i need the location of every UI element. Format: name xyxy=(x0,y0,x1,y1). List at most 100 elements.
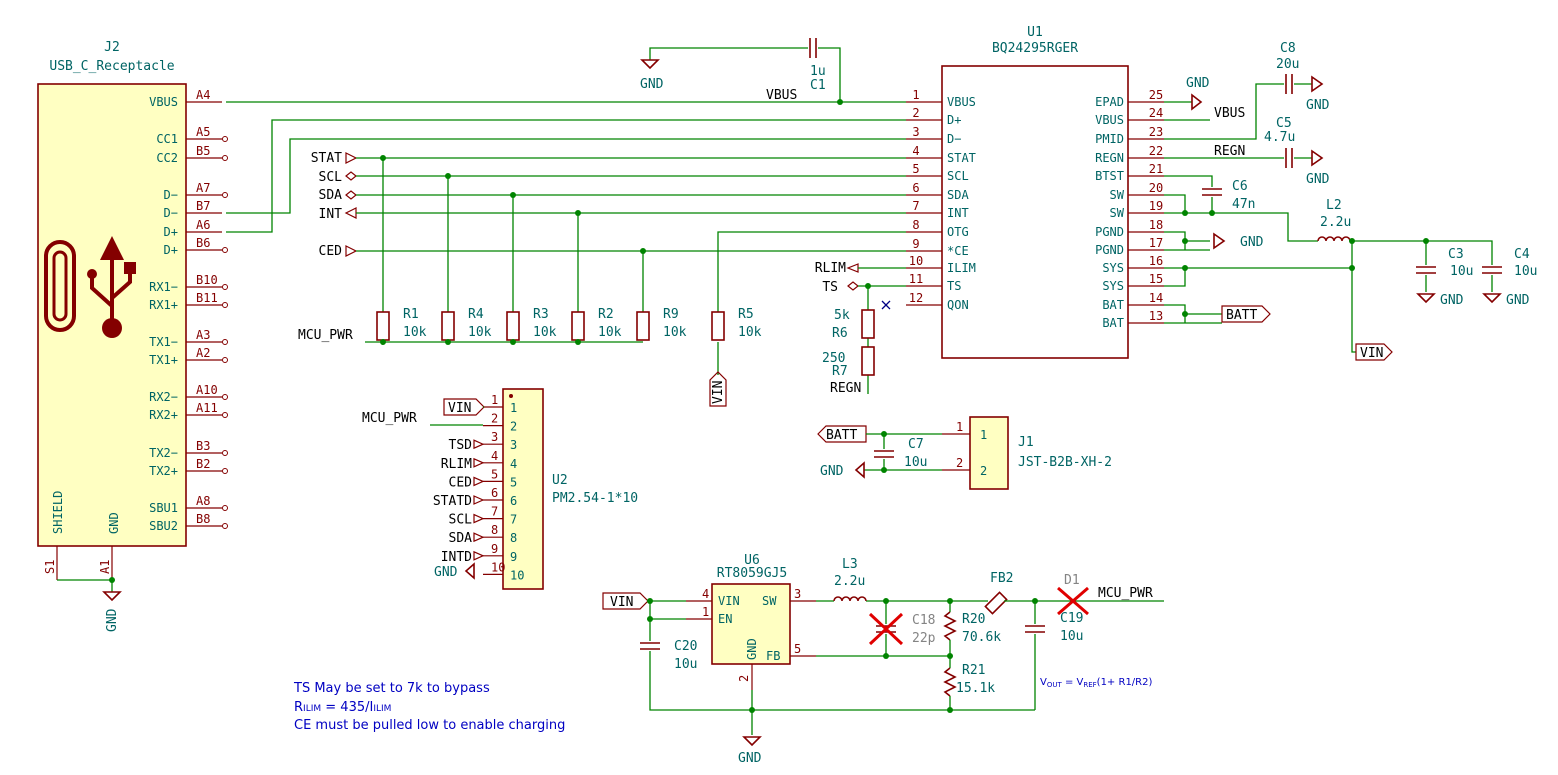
u1-pin-num: 15 xyxy=(1149,272,1163,286)
j2-pin-name: TX2− xyxy=(149,446,178,460)
capacitor-c5: C5 4.7u xyxy=(1264,116,1295,168)
j1-pin1-name: 1 xyxy=(980,428,987,442)
j2-pin-end xyxy=(222,339,228,345)
ferrite-bead-fb2: FB2 xyxy=(984,571,1013,615)
r20-ref: R20 xyxy=(962,612,985,627)
resistor-body xyxy=(376,311,390,341)
u6-pin-gnd: GND xyxy=(745,638,759,660)
resistor-ref: R4 xyxy=(468,307,484,322)
resistor-ref: R2 xyxy=(598,307,614,322)
u2-pin-num: 7 xyxy=(491,505,498,519)
stat-label: STAT xyxy=(311,151,342,166)
u1-pin-num: 17 xyxy=(1149,236,1163,250)
resistor-ref: R5 xyxy=(738,307,754,322)
gnd-symbol-c4: GND xyxy=(1482,293,1530,308)
gnd-symbol-epad: GND xyxy=(1186,76,1210,111)
c4-ref: C4 xyxy=(1514,247,1530,262)
u2-pin-num: 10 xyxy=(491,560,505,574)
int-label: INT xyxy=(319,207,343,222)
j2-pin-name: RX1− xyxy=(149,280,178,294)
u1-pin-num: 3 xyxy=(912,125,919,139)
u6-pin4-num: 4 xyxy=(702,587,709,601)
u6-body xyxy=(711,583,791,665)
j2-pin-num: A11 xyxy=(196,401,218,415)
j2-pin-end xyxy=(222,136,228,142)
capacitor-c7: C7 10u xyxy=(874,437,927,470)
batt-text-j1: BATT xyxy=(826,428,857,443)
resistor-body xyxy=(441,311,455,341)
resistor-ref: R9 xyxy=(663,307,679,322)
u1-pin-name: ILIM xyxy=(947,261,976,275)
gnd-label-c5: GND xyxy=(1306,172,1330,187)
u1-pin-name: BTST xyxy=(1095,169,1124,183)
rlim-label: RLIM xyxy=(815,261,846,276)
u2-pin-name: 9 xyxy=(510,550,517,564)
j2-shield-label: SHIELD xyxy=(51,491,65,534)
u1-pin-name: PMID xyxy=(1095,132,1124,146)
u2-pins: 112233TSD44RLIM55CED66STATD77SCL88SDA99I… xyxy=(433,393,525,582)
gnd-symbol-c1: GND xyxy=(640,59,664,92)
j2-pin-end xyxy=(222,523,228,529)
u1-pin-num: 19 xyxy=(1149,199,1163,213)
u2-net-flag xyxy=(473,550,485,561)
resistor-value: 10k xyxy=(533,325,557,340)
u6-pin-en: EN xyxy=(718,612,732,626)
c4-value: 10u xyxy=(1514,264,1537,279)
batt-text-u1: BATT xyxy=(1226,308,1257,323)
d1-ref: D1 xyxy=(1064,573,1080,588)
u1-pin-name: INT xyxy=(947,206,969,220)
j2-pin-name: D+ xyxy=(164,243,178,257)
u2-net-label: RLIM xyxy=(441,457,472,472)
j2-pin-name: CC2 xyxy=(156,151,178,165)
vin-text-r5: VIN xyxy=(711,381,726,404)
j2-pin-num: A2 xyxy=(196,346,210,360)
gnd-symbol-u2: GND xyxy=(434,562,475,580)
vbus-net-label: VBUS xyxy=(766,88,797,103)
u1-body xyxy=(941,65,1129,359)
resistor-body xyxy=(506,311,520,341)
l2-value: 2.2u xyxy=(1320,215,1351,230)
resistor-r7: 250 R7 xyxy=(822,346,875,379)
j2-pin-end xyxy=(222,302,228,308)
j2-pin-end xyxy=(222,192,228,198)
c6-value: 47n xyxy=(1232,197,1255,212)
mcu-pwr-label-buck: MCU_PWR xyxy=(1098,586,1153,601)
capacitor-c19: C19 10u xyxy=(1025,611,1083,644)
u2-pin-num: 3 xyxy=(491,430,498,444)
j2-pin-num: A6 xyxy=(196,218,210,232)
gnd-label-pgnd: GND xyxy=(1240,235,1264,250)
u6-pin3-num: 3 xyxy=(794,587,801,601)
r7-ref: R7 xyxy=(832,364,848,379)
u2-net-flag xyxy=(473,532,485,543)
u1-pin-name: D+ xyxy=(947,113,961,127)
r21-ref: R21 xyxy=(962,663,985,678)
pin-header-u2: U2 PM2.54-1*10 112233TSD44RLIM55CED66STA… xyxy=(433,388,638,590)
u1-pin-name: SCL xyxy=(947,169,969,183)
resistor-value: 10k xyxy=(468,325,492,340)
u1-pin-name: *CE xyxy=(947,244,969,258)
u2-pin-num: 5 xyxy=(491,467,498,481)
j2-pin-name: CC1 xyxy=(156,132,178,146)
u1-pin-num: 25 xyxy=(1149,88,1163,102)
u1-ref: U1 xyxy=(1027,25,1043,40)
u1-pin-num: 24 xyxy=(1149,106,1163,120)
j2-pin-num: A3 xyxy=(196,328,210,342)
vbus-label-pin24: VBUS xyxy=(1214,106,1245,121)
j2-pin-num: A5 xyxy=(196,125,210,139)
u2-net-label: TSD xyxy=(449,438,473,453)
capacitor-c1: 1u C1 xyxy=(809,38,826,93)
gnd-symbol-c3: GND xyxy=(1416,293,1464,308)
j2-pin-end xyxy=(222,468,228,474)
u2-pin-name: 6 xyxy=(510,494,517,508)
u2-pin-num: 8 xyxy=(491,523,498,537)
mcu-pwr-label-u2: MCU_PWR xyxy=(362,411,417,426)
resistor-value: 10k xyxy=(403,325,427,340)
u1-pin-num: 12 xyxy=(909,291,923,305)
vin-label-sys: VIN xyxy=(1355,343,1393,361)
vin-label-r5: VIN xyxy=(709,371,727,407)
capacitor-c20: C20 10u xyxy=(640,639,697,672)
resistor-value: 10k xyxy=(663,325,687,340)
u6-pin1-num: 1 xyxy=(702,605,709,619)
resistor-value: 10k xyxy=(598,325,622,340)
